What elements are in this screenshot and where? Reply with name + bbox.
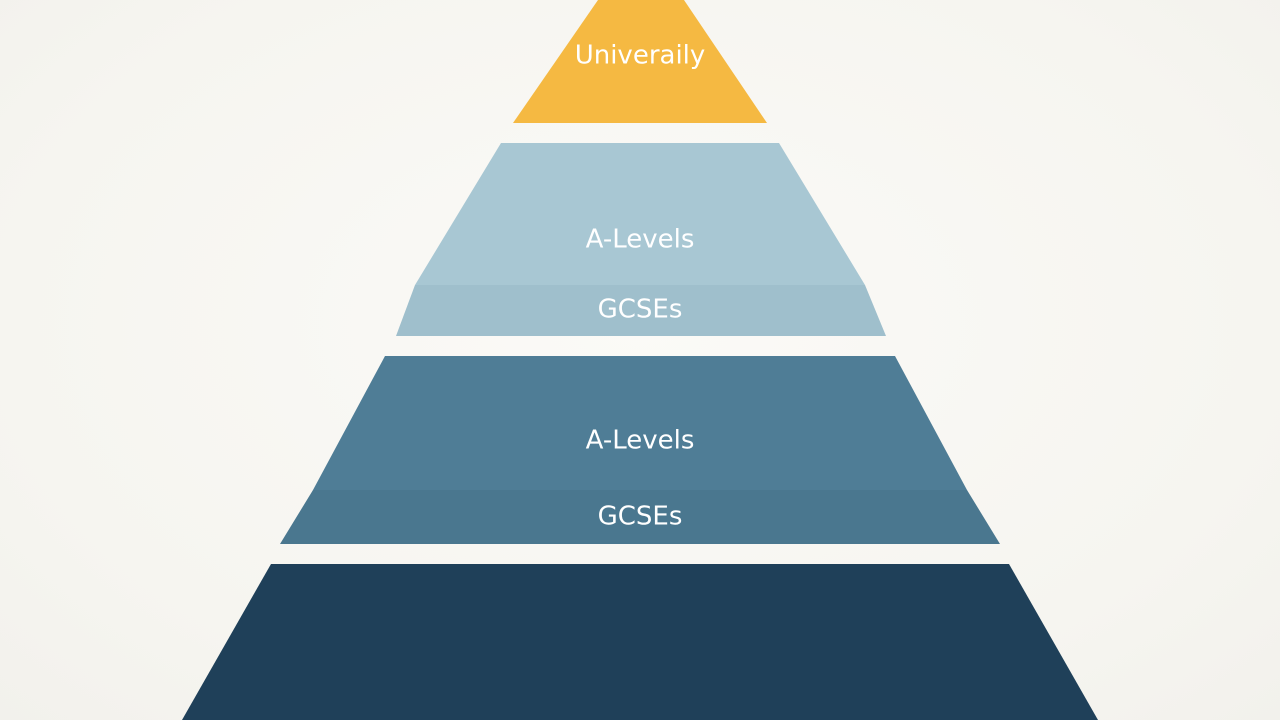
tier-1-band-1-shape bbox=[513, 0, 767, 123]
tier-2-band-2-shape bbox=[396, 285, 886, 336]
pyramid-tier-base bbox=[182, 564, 1098, 720]
tier-2-band-1-shape bbox=[415, 143, 865, 285]
tier-2-band-2-label: GCSEs bbox=[598, 295, 683, 325]
pyramid-tier-university: Univeraily bbox=[513, 0, 767, 123]
pyramid-tier-2: A-Levels GCSEs bbox=[396, 143, 886, 336]
tier-3-band-2-shape bbox=[280, 490, 1000, 544]
tier-3-band-1-label: A-Levels bbox=[586, 426, 695, 456]
tier-4-band-1-shape bbox=[182, 564, 1098, 720]
tier-3-band-2-label: GCSEs bbox=[598, 502, 683, 532]
pyramid-tier-3: A-Levels GCSEs bbox=[280, 356, 1000, 544]
tier-3-band-1-shape bbox=[313, 356, 967, 490]
tier-1-band-1-label: Univeraily bbox=[575, 41, 706, 71]
tier-2-band-1-label: A-Levels bbox=[586, 225, 695, 255]
